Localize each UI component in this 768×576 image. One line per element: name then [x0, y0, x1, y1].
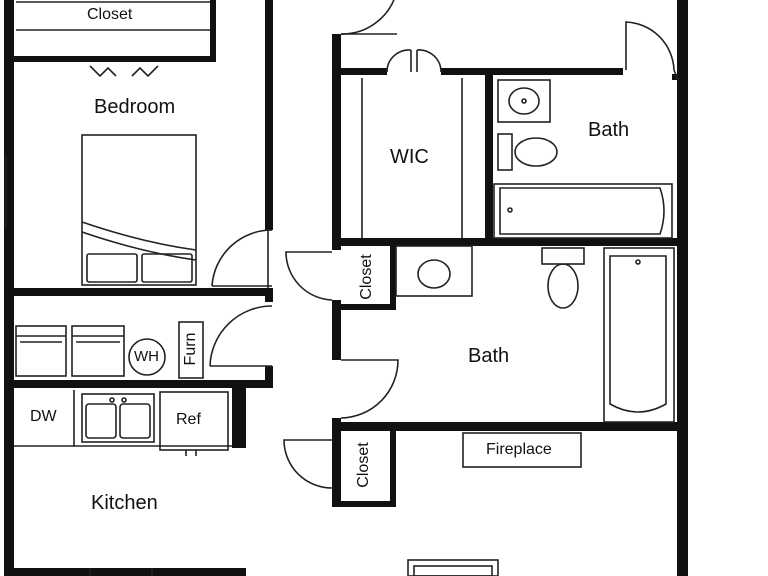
wall-hall-left-low: [332, 418, 341, 436]
bifold-door-right: [131, 65, 159, 78]
wic-door-right: [416, 49, 442, 73]
upper-bath-sink: [497, 79, 551, 123]
wall-closet-bottom: [14, 56, 214, 62]
dryer: [71, 325, 125, 377]
wall-left-exterior: [4, 0, 14, 576]
wall-kitchen-right: [232, 388, 246, 448]
refrigerator-label: Ref: [176, 411, 201, 428]
wall-hall-left-mid: [332, 300, 341, 360]
closet-low-door-swing: [283, 439, 333, 489]
floor-register: [407, 559, 499, 576]
closet-low-label: Closet: [355, 442, 372, 488]
wall-closet-mid-bottom: [341, 304, 396, 310]
wall-bath-lower-bottom: [341, 422, 677, 431]
wall-kitchen-bottom: [14, 568, 246, 576]
wall-laundry-bottom: [14, 380, 272, 388]
pillow-left: [86, 253, 138, 283]
refrigerator: [159, 391, 229, 451]
wall-laundry-right-b: [265, 366, 273, 388]
lower-bath-label: Bath: [468, 345, 510, 367]
closet-mid-door-swing: [285, 251, 333, 301]
pillow-right: [141, 253, 193, 283]
fireplace-label: Fireplace: [486, 441, 552, 458]
wall-hall-left-upper: [332, 34, 341, 250]
upper-bath-door-swing: [625, 21, 675, 71]
water-heater: [128, 338, 166, 376]
kitchen-label: Kitchen: [91, 492, 158, 514]
closet-top-label: Closet: [87, 6, 133, 23]
wall-bath-top-right: [672, 74, 678, 80]
wic-door-left: [386, 49, 412, 73]
upper-toilet-bowl: [514, 137, 558, 167]
fireplace: [462, 432, 582, 468]
dishwasher-label: DW: [30, 408, 57, 425]
closet-mid-label: Closet: [358, 254, 375, 300]
wall-closet-low-right: [390, 431, 396, 507]
upper-toilet-tank: [497, 133, 513, 171]
wall-bedroom-right: [265, 0, 273, 230]
lower-toilet-bowl: [547, 263, 579, 309]
washer: [15, 325, 67, 377]
upper-bath-label: Bath: [588, 119, 630, 141]
furnace: [178, 321, 204, 379]
entry-door-swing: [340, 0, 395, 35]
wall-wic-top-b: [441, 68, 623, 75]
lower-bathtub: [603, 247, 675, 423]
wall-right-exterior: [677, 0, 688, 576]
wall-bedroom-bottom: [14, 288, 272, 296]
wall-closet-right: [210, 0, 216, 62]
lower-bath-sink: [395, 245, 473, 297]
wall-closet-mid-right: [390, 246, 396, 308]
bedroom-label: Bedroom: [94, 96, 176, 118]
wall-closet-low-bottom: [332, 501, 396, 507]
wic-label: WIC: [390, 146, 429, 168]
wall-wic-right: [485, 74, 493, 240]
bedroom-door-swing: [211, 229, 273, 287]
laundry-door-swing: [209, 305, 273, 367]
bed: [81, 134, 197, 286]
lower-toilet-tank: [541, 247, 585, 265]
wall-closet-low-left: [332, 431, 341, 507]
upper-bathtub: [493, 183, 673, 239]
kitchen-sink: [81, 393, 155, 443]
water-heater-label: WH: [134, 348, 159, 365]
lower-bath-door-swing: [340, 359, 399, 419]
bifold-door-left: [89, 65, 117, 78]
furnace-label: Furn: [182, 332, 199, 366]
wall-laundry-right: [265, 288, 273, 302]
wall-wic-top: [341, 68, 387, 75]
wall-bath-upper-bottom: [341, 238, 677, 246]
